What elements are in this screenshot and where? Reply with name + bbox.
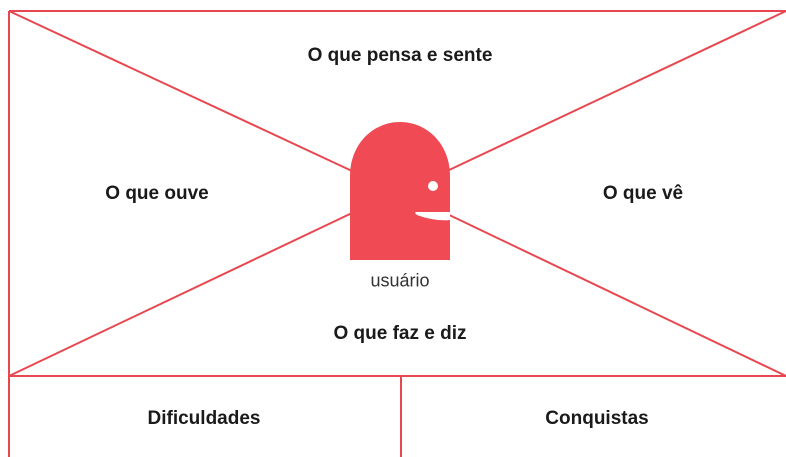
thinks-feels-label: O que pensa e sente (307, 45, 493, 66)
says-does-label: O que faz e diz (333, 323, 467, 344)
user-label: usuário (370, 270, 430, 291)
diagonal-bottom-left (8, 212, 353, 377)
diagonal-bottom-right (442, 211, 786, 377)
hears-label: O que ouve (105, 183, 209, 204)
gains-label: Conquistas (545, 408, 649, 429)
diagonal-top-left (8, 10, 353, 172)
sees-label: O que vê (602, 183, 684, 204)
person-head-icon (350, 122, 450, 260)
diagonal-top-right (446, 10, 786, 172)
pains-label: Dificuldades (147, 408, 261, 429)
